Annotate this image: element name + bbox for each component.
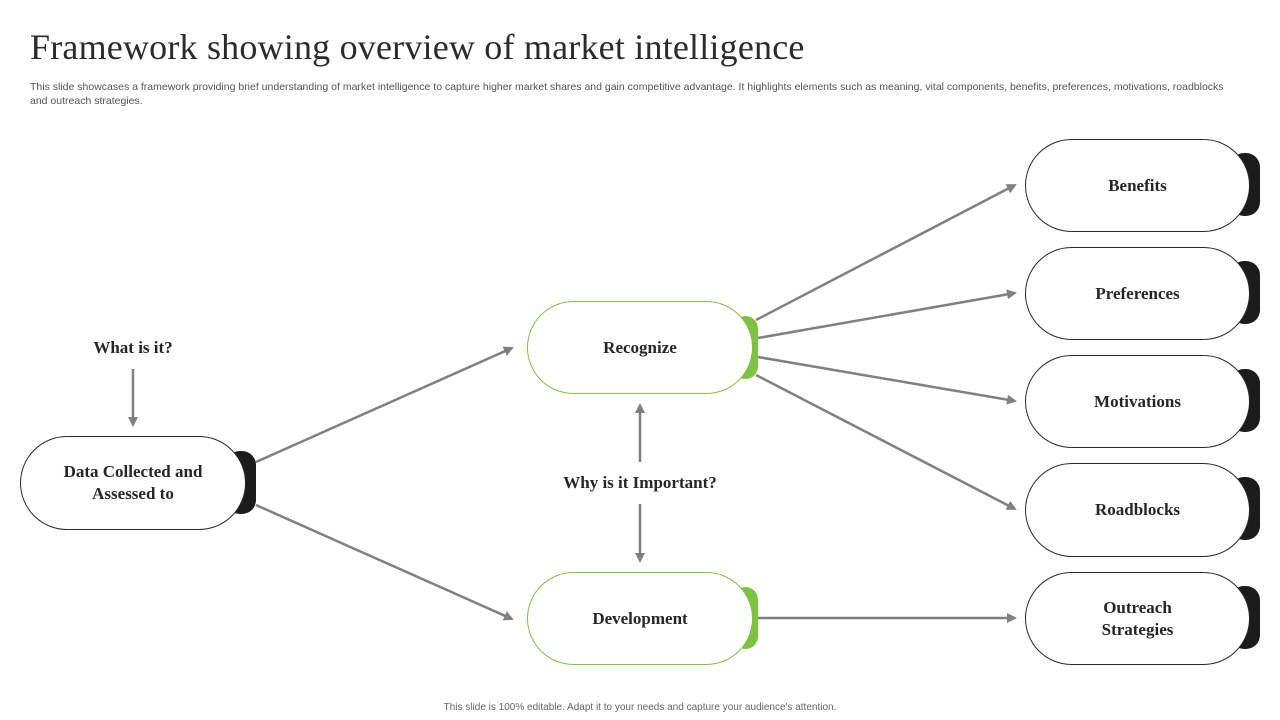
why-important-label: Why is it Important? (563, 473, 717, 492)
slide-title: Framework showing overview of market int… (30, 27, 805, 67)
arrow-recognize-to-preferences (757, 289, 1017, 340)
outreach-node: Outreach Strategies (1025, 572, 1250, 665)
recognize-label: Recognize (603, 337, 677, 357)
outreach-label: Outreach Strategies (1101, 597, 1174, 639)
arrow-data-to-development (255, 503, 514, 621)
data-collected-label: Data Collected and Assessed to (63, 462, 203, 503)
data-collected-node: Data Collected and Assessed to (20, 436, 246, 530)
roadblocks-node: Roadblocks (1025, 463, 1250, 557)
arrow-recognize-to-roadblocks (755, 373, 1017, 511)
benefits-label: Benefits (1108, 175, 1167, 195)
preferences-node: Preferences (1025, 247, 1250, 340)
recognize-node: Recognize (527, 301, 753, 394)
arrow-data-to-recognize (255, 346, 514, 464)
arrow-recognize-to-benefits (755, 183, 1017, 322)
preferences-label: Preferences (1095, 283, 1180, 303)
development-node: Development (527, 572, 753, 665)
slide-description: This slide showcases a framework providi… (30, 81, 1224, 107)
slide-footer: This slide is 100% editable. Adapt it to… (443, 702, 837, 713)
roadblocks-label: Roadblocks (1094, 500, 1181, 519)
motivations-node: Motivations (1025, 355, 1250, 448)
motivations-label: Motivations (1094, 391, 1181, 411)
development-label: Development (592, 608, 688, 628)
benefits-node: Benefits (1025, 139, 1250, 232)
arrow-recognize-to-motivations (757, 355, 1017, 405)
what-is-it-label: What is it? (93, 338, 173, 357)
